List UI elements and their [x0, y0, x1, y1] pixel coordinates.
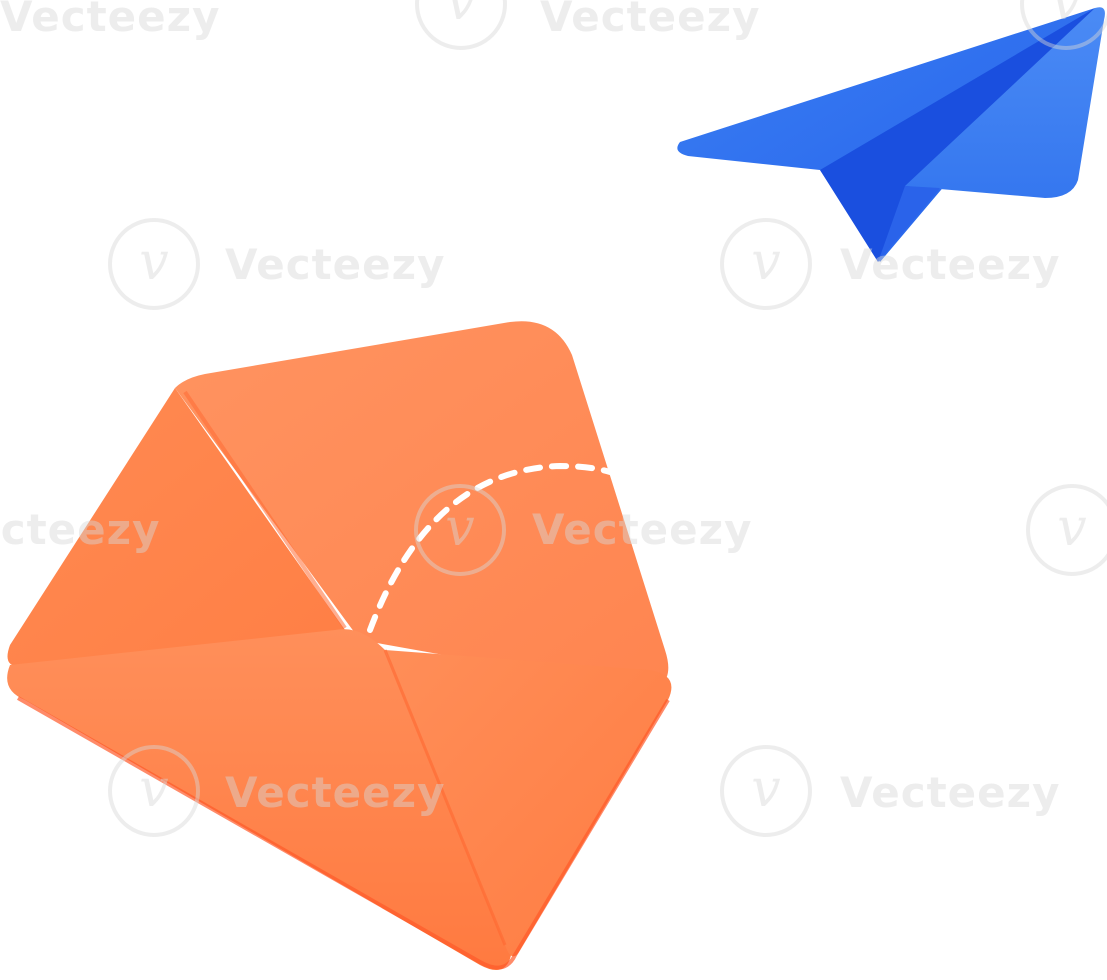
- envelope-bottom-edge: [17, 696, 670, 970]
- envelope-left-panel: [7, 388, 345, 667]
- envelope-top-flap: [175, 321, 669, 690]
- envelope-crease: [183, 390, 347, 630]
- dashed-flight-path: [367, 462, 613, 633]
- paper-plane-right-wing: [905, 7, 1105, 199]
- envelope-bottom-panel: [7, 629, 513, 970]
- envelope-right-panel: [385, 650, 672, 957]
- paper-plane-tail: [878, 186, 940, 262]
- paper-plane-fold: [820, 8, 1095, 262]
- envelope-inner-crease: [383, 649, 507, 946]
- paper-plane-icon: [677, 7, 1105, 262]
- envelope-icon: [7, 321, 672, 970]
